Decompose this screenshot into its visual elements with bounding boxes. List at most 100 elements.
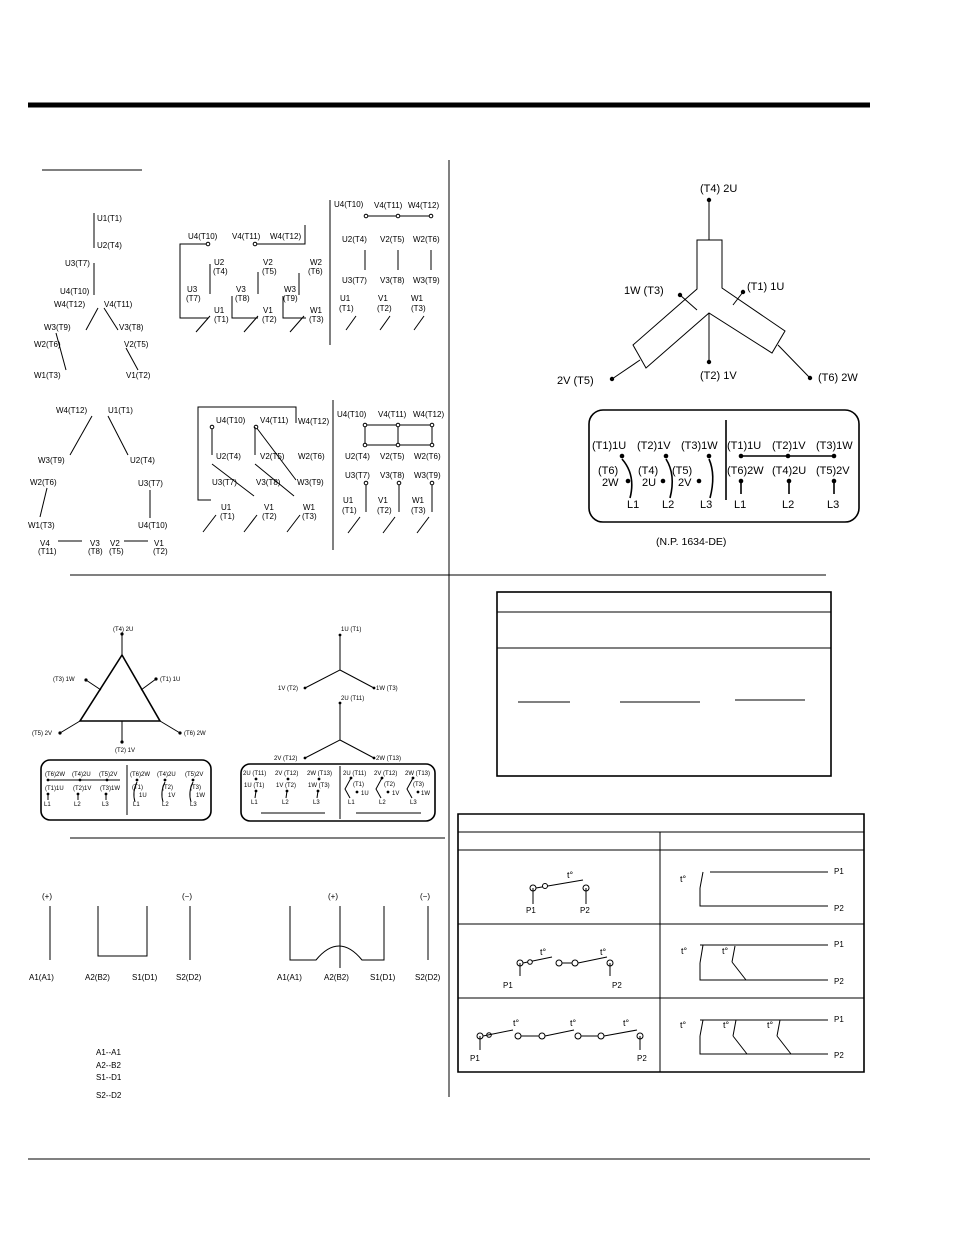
- label: P1: [834, 1015, 844, 1024]
- label: W1: [303, 503, 316, 512]
- terminal-box: [240, 763, 436, 822]
- label: (T4): [213, 267, 228, 276]
- label: U4(T10): [188, 232, 218, 241]
- label: P1: [834, 867, 844, 876]
- label: L1: [251, 800, 258, 806]
- label: V2(T5): [260, 452, 285, 461]
- label: U3(T7): [345, 471, 370, 480]
- label: 2V (T12): [275, 771, 298, 777]
- label: V3(T8): [380, 276, 405, 285]
- diagram-terminal-block-e: U4(T10) V4(T11) W4(T12) U2(T4) V2(T5) W2…: [197, 406, 329, 533]
- label: (T6) 2W: [818, 372, 858, 384]
- label: U1(T1): [97, 214, 122, 223]
- label: (T4): [638, 465, 658, 477]
- label: t°: [570, 1018, 577, 1028]
- blank-table: [496, 591, 832, 777]
- label: W3(T9): [38, 456, 65, 465]
- thermostat-table: t° P1 P2 t° P1 P2 t° t° P1 P2 t° t° P1 P…: [457, 813, 865, 1073]
- label: 1U (T1): [244, 783, 264, 789]
- label: 1W: [421, 791, 430, 797]
- label: A1(A1): [29, 973, 54, 982]
- label: 1W: [196, 793, 205, 799]
- label: V2(T5): [124, 340, 149, 349]
- label: W4(T12): [298, 417, 329, 426]
- label: V1: [263, 306, 273, 315]
- label: (T2): [384, 782, 395, 788]
- label: (T2): [377, 304, 392, 313]
- label: P2: [834, 1051, 844, 1060]
- label: (T1)1U: [592, 440, 626, 452]
- label: W2(T6): [298, 452, 325, 461]
- label: V2: [263, 258, 273, 267]
- label: 2V (T5): [557, 375, 594, 387]
- legend-item: A2--B2: [96, 1061, 121, 1070]
- label: (T3)1W: [816, 440, 853, 452]
- label: t°: [623, 1018, 630, 1028]
- label: V1: [154, 539, 164, 548]
- label: (T6)2W: [45, 772, 65, 778]
- label: L2: [662, 499, 674, 511]
- diagram-terminal-block-b: U4(T10) V4(T11) W4(T12) U2 (T4) V2 (T5) …: [179, 225, 324, 333]
- legend-item: S2--D2: [96, 1091, 122, 1100]
- label: P2: [834, 904, 844, 913]
- label: (T4)2U: [157, 772, 176, 778]
- label: U4(T10): [216, 416, 246, 425]
- label: (T5)2V: [185, 772, 203, 778]
- label: 2W (T13): [405, 771, 430, 777]
- label: (T5)2V: [99, 772, 117, 778]
- diagram-caption: (N.P. 1634-DE): [656, 536, 726, 548]
- label: (T3): [309, 315, 324, 324]
- label: W3(T9): [413, 276, 440, 285]
- label: (+): [42, 892, 52, 901]
- diagram-dual-wye-winding: 1U (T1) 1V (T2) 1W (T3) 2U (T11) 2V (T12…: [240, 627, 436, 822]
- label: U3(T7): [138, 479, 163, 488]
- label: V4(T11): [104, 300, 133, 309]
- label: U4(T10): [60, 287, 90, 296]
- label: U4(T10): [334, 200, 364, 209]
- label: (T2) 1V: [115, 748, 135, 754]
- label: W2(T6): [414, 452, 441, 461]
- label: 1V (T2): [278, 686, 298, 692]
- label: t°: [540, 947, 547, 957]
- label: V2(T5): [380, 235, 405, 244]
- label: 2U (T11): [243, 771, 266, 777]
- label: V4(T11): [378, 410, 407, 419]
- label: 2U: [642, 477, 656, 489]
- label: (T5)2V: [816, 465, 850, 477]
- label: (T1)1U: [727, 440, 761, 452]
- label: V1: [378, 496, 388, 505]
- label: (T1): [220, 512, 235, 521]
- label: (T2): [262, 315, 277, 324]
- diagram-terminal-block-c: U4(T10) V4(T11) W4(T12) U2(T4) V2(T5) W2…: [334, 200, 440, 331]
- label: 1W (T3): [308, 783, 330, 789]
- label: t°: [723, 1020, 730, 1030]
- label: (T2) 1V: [700, 370, 737, 382]
- label: (T1) 1U: [160, 677, 180, 683]
- label: t°: [680, 874, 687, 884]
- label: P1: [526, 906, 536, 915]
- label: V2(T5): [380, 452, 405, 461]
- terminal-box: [588, 409, 860, 523]
- label: L1: [133, 802, 140, 808]
- label: U3: [187, 285, 198, 294]
- label: (−): [182, 892, 192, 901]
- label: L3: [313, 800, 320, 806]
- label: (T3): [411, 506, 426, 515]
- label: L1: [44, 802, 51, 808]
- label: S1(D1): [132, 973, 158, 982]
- label: (T11): [38, 547, 57, 556]
- label: U4(T10): [337, 410, 367, 419]
- label: U2(T4): [130, 456, 155, 465]
- label: P1: [503, 981, 513, 990]
- label: 1U: [361, 791, 369, 797]
- label: V3(T8): [119, 323, 144, 332]
- label: (T4)2U: [72, 772, 91, 778]
- label: L2: [782, 499, 794, 511]
- label: W1(T3): [28, 521, 55, 530]
- label: t°: [600, 947, 607, 957]
- label: A2(B2): [324, 973, 349, 982]
- label: U1: [221, 503, 232, 512]
- label: t°: [567, 870, 574, 880]
- label: (T3)1W: [100, 786, 120, 792]
- label: (T5): [262, 267, 277, 276]
